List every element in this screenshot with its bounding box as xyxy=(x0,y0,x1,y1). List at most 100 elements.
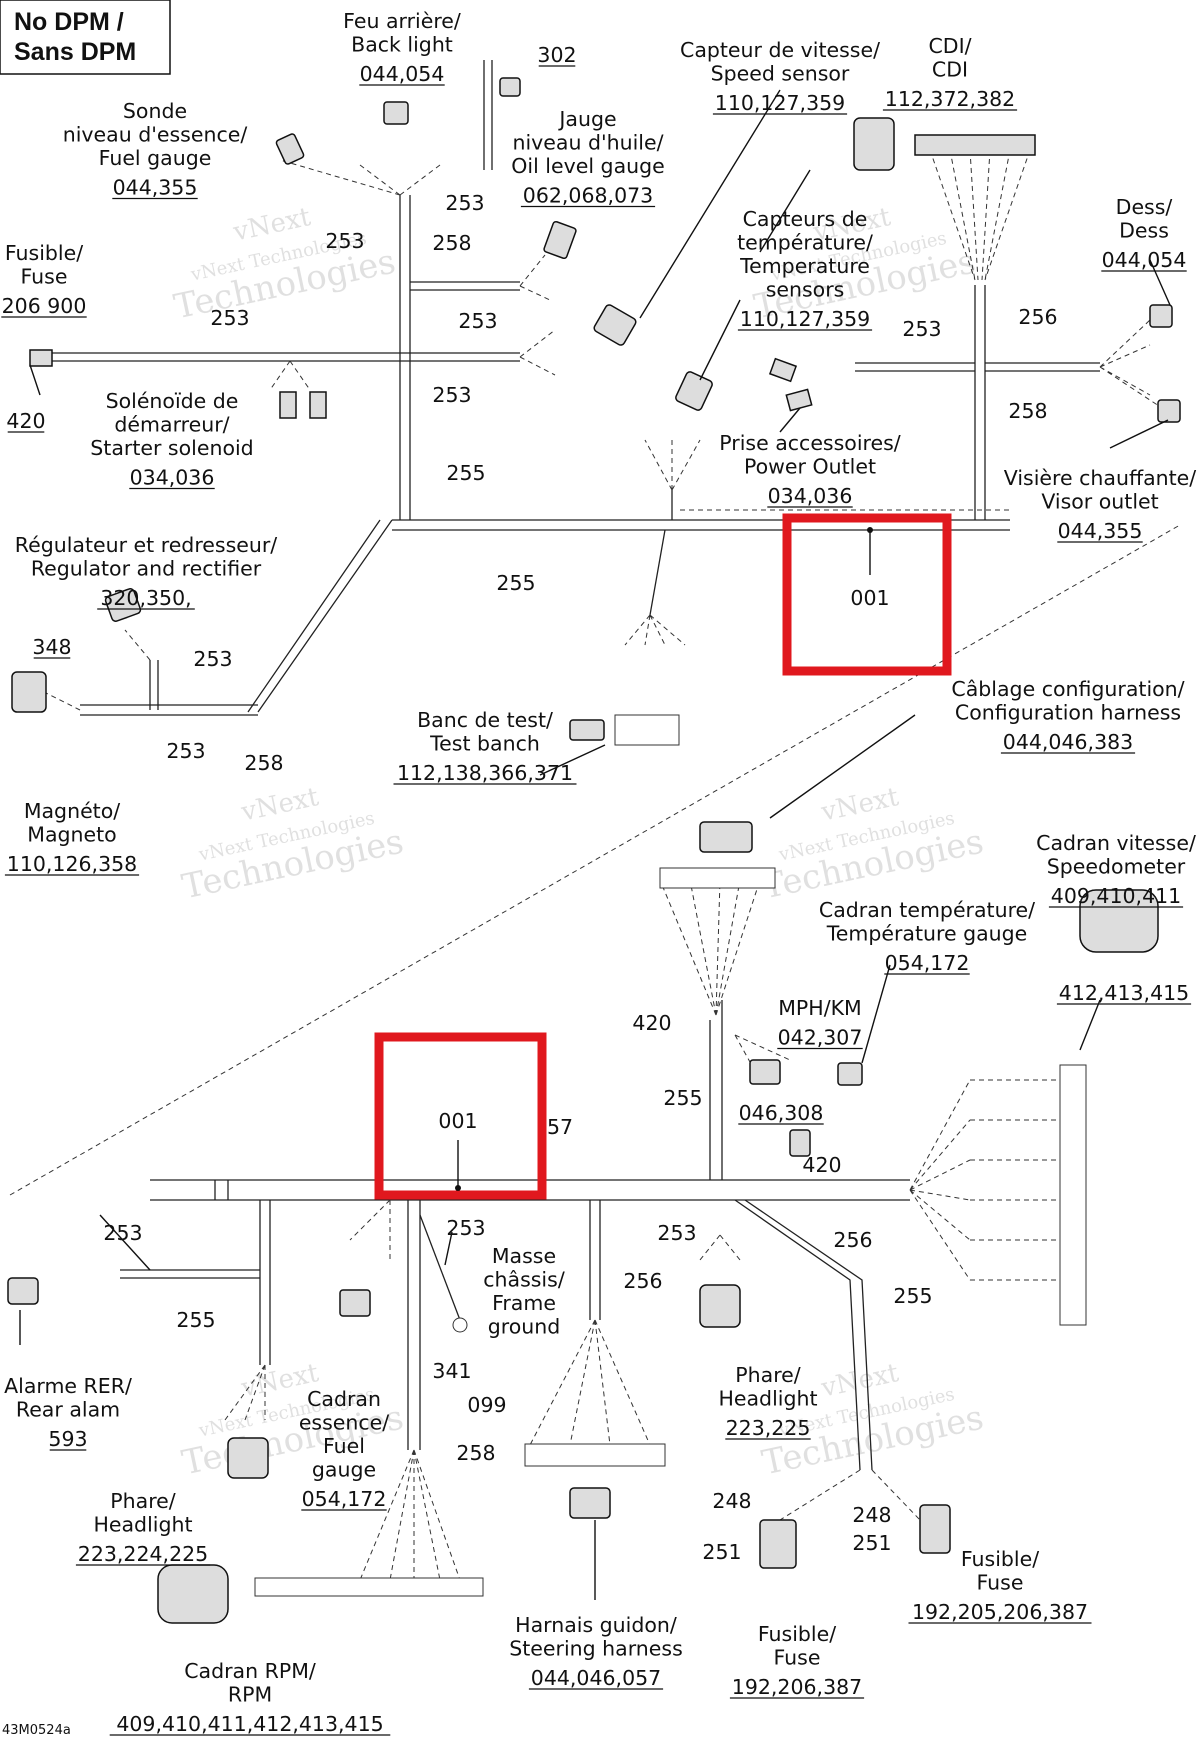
callout-part-numbers[interactable]: 042,307 xyxy=(778,1026,863,1050)
callout-label-line: essence/ xyxy=(299,1411,389,1435)
callout-part-numbers[interactable]: 044,054 xyxy=(360,62,445,86)
fuse-top-icon xyxy=(29,349,53,367)
mph-km-connector-icon xyxy=(749,1059,781,1085)
bottom-main-trunk xyxy=(150,1179,910,1201)
wire-ref: 253 xyxy=(902,317,941,341)
wire-ref: 255 xyxy=(496,571,535,595)
callout-part-numbers[interactable]: 054,172 xyxy=(302,1487,387,1511)
callout-part-numbers[interactable]: 223,225 xyxy=(726,1416,811,1440)
dess-connector-icon xyxy=(1149,304,1173,328)
cdi-terminal-block-icon xyxy=(914,134,1036,156)
top-cdi-vertical xyxy=(974,285,986,520)
wire-refs-bottom: 57 255 420 420 253 253 256 253 255 256 2… xyxy=(103,1011,932,1564)
fuse-mid-icon xyxy=(759,1519,797,1569)
callout-part-numbers[interactable]: 320,350, xyxy=(100,586,191,610)
top-backlight-fan xyxy=(359,164,441,196)
callout-part-numbers[interactable]: 206 900 xyxy=(2,294,87,318)
title-line2: Sans DPM xyxy=(14,38,136,66)
cdi-connector-icon xyxy=(853,117,895,171)
callout-label-line: Temperature xyxy=(739,254,870,278)
top-oil-fan xyxy=(519,254,551,301)
callout-label-line: Dess xyxy=(1119,219,1169,243)
power-outlet-a-icon xyxy=(768,357,798,383)
callout-part-numbers[interactable]: 302 xyxy=(537,43,576,67)
frame-ground-ring-icon xyxy=(452,1317,468,1333)
callout-part-numbers[interactable]: 110,126,358 xyxy=(7,852,137,876)
title-line1: No DPM / xyxy=(14,8,124,36)
callout-part-numbers[interactable]: 192,205,206,387 xyxy=(912,1600,1088,1624)
bottom-trunk-clamp xyxy=(214,1180,229,1200)
callout-part-numbers[interactable]: 112,372,382 xyxy=(885,87,1015,111)
callout-part-numbers[interactable]: 044,355 xyxy=(113,176,198,200)
callout-label-line: Jauge xyxy=(557,107,616,131)
callout-part-numbers[interactable]: 034,036 xyxy=(130,466,215,490)
top-speed-fan xyxy=(519,329,556,376)
config-harness-connector-icon xyxy=(699,821,753,853)
wire-ref: 253 xyxy=(103,1221,142,1245)
rear-alarm-connector-icon xyxy=(7,1277,39,1305)
speed-sensor-connector-icon xyxy=(593,304,637,346)
highlight-box-top[interactable] xyxy=(782,513,952,676)
callout-part-numbers[interactable]: 062,068,073 xyxy=(523,184,653,208)
callout-part-numbers[interactable]: 110,127,359 xyxy=(740,307,870,331)
wire-ref: 255 xyxy=(176,1308,215,1332)
steering-terminal-icon xyxy=(524,1443,666,1467)
callout-part-numbers[interactable]: 420 xyxy=(6,409,45,433)
callout-label-line: Headlight xyxy=(718,1387,817,1411)
title-box: No DPM / Sans DPM xyxy=(0,0,171,75)
callout-part-numbers[interactable]: 192,206,387 xyxy=(732,1675,862,1699)
top-trunk-wire xyxy=(40,352,520,362)
bottom-speedo-fan xyxy=(909,1079,971,1281)
callout-label-line: Visor outlet xyxy=(1041,490,1158,514)
callout-label-line: Magnéto/ xyxy=(24,799,120,823)
highlight-box-bottom[interactable] xyxy=(374,1032,547,1200)
callout-part-numbers[interactable]: 223,224,225 xyxy=(78,1542,208,1566)
callout-label-line: Fuse xyxy=(977,1571,1024,1595)
callout-label-line: Frame xyxy=(492,1291,556,1315)
bottom-fuel-gauge-fan xyxy=(349,1199,391,1260)
watermark-4: vNext vNext Technologies Technologies xyxy=(759,782,987,908)
leader-253-alarm xyxy=(99,1214,151,1271)
callout-part-numbers[interactable]: 054,172 xyxy=(885,951,970,975)
wire-ref: 258 xyxy=(456,1441,495,1465)
callout-label-line: gauge xyxy=(312,1458,376,1482)
callout-part-numbers[interactable]: 044,046,057 xyxy=(531,1666,661,1690)
leader-speed-sensor xyxy=(639,89,781,319)
bottom-rpm-vertical xyxy=(407,1200,421,1450)
leader-lines xyxy=(19,89,1171,1600)
wire-ref: 253 xyxy=(193,647,232,671)
callout-part-numbers[interactable]: 112,138,366,371 xyxy=(397,761,573,785)
callout-label-line: Steering harness xyxy=(509,1637,683,1661)
bottom-connectors xyxy=(7,821,1159,1624)
callout-label-line: Fusible/ xyxy=(5,241,83,265)
top-branch-oil xyxy=(410,281,520,291)
top-harness xyxy=(9,60,1181,1196)
wire-ref: 253 xyxy=(458,309,497,333)
highlight-top-label: 001 xyxy=(850,586,889,610)
callout-part-numbers[interactable]: 409,410,411,412,413,415 xyxy=(116,1712,383,1736)
callout-part-numbers[interactable]: 409,410,411 xyxy=(1051,884,1181,908)
callout-label-line: Configuration harness xyxy=(955,701,1181,725)
callout-part-numbers[interactable]: 034,036 xyxy=(768,484,853,508)
callout-capteur-vitesse: Capteur de vitesse/Speed sensor110,127,3… xyxy=(680,38,880,115)
callout-label-line: Masse xyxy=(492,1244,556,1268)
callout-part-numbers[interactable]: 046,308 xyxy=(739,1101,824,1125)
back-light-connector-icon xyxy=(383,101,409,125)
callout-part-numbers[interactable]: 110,127,359 xyxy=(715,91,845,115)
callout-label-line: ground xyxy=(488,1315,561,1339)
callout-part-numbers[interactable]: 044,355 xyxy=(1058,519,1143,543)
callout-part-numbers[interactable]: 044,054 xyxy=(1102,248,1187,272)
callout-label-line: Phare/ xyxy=(110,1489,176,1513)
leader-visor xyxy=(1109,419,1169,449)
bottom-steering-fan xyxy=(529,1319,651,1446)
callout-part-numbers[interactable]: 412,413,415 xyxy=(1059,981,1189,1005)
callout-part-numbers[interactable]: 348 xyxy=(32,635,71,659)
callout-part-numbers[interactable]: 593 xyxy=(48,1427,87,1451)
callout-label-line: Cadran xyxy=(307,1387,381,1411)
steering-connector-icon xyxy=(569,1487,611,1519)
callout-part-numbers[interactable]: 044,046,383 xyxy=(1003,730,1133,754)
